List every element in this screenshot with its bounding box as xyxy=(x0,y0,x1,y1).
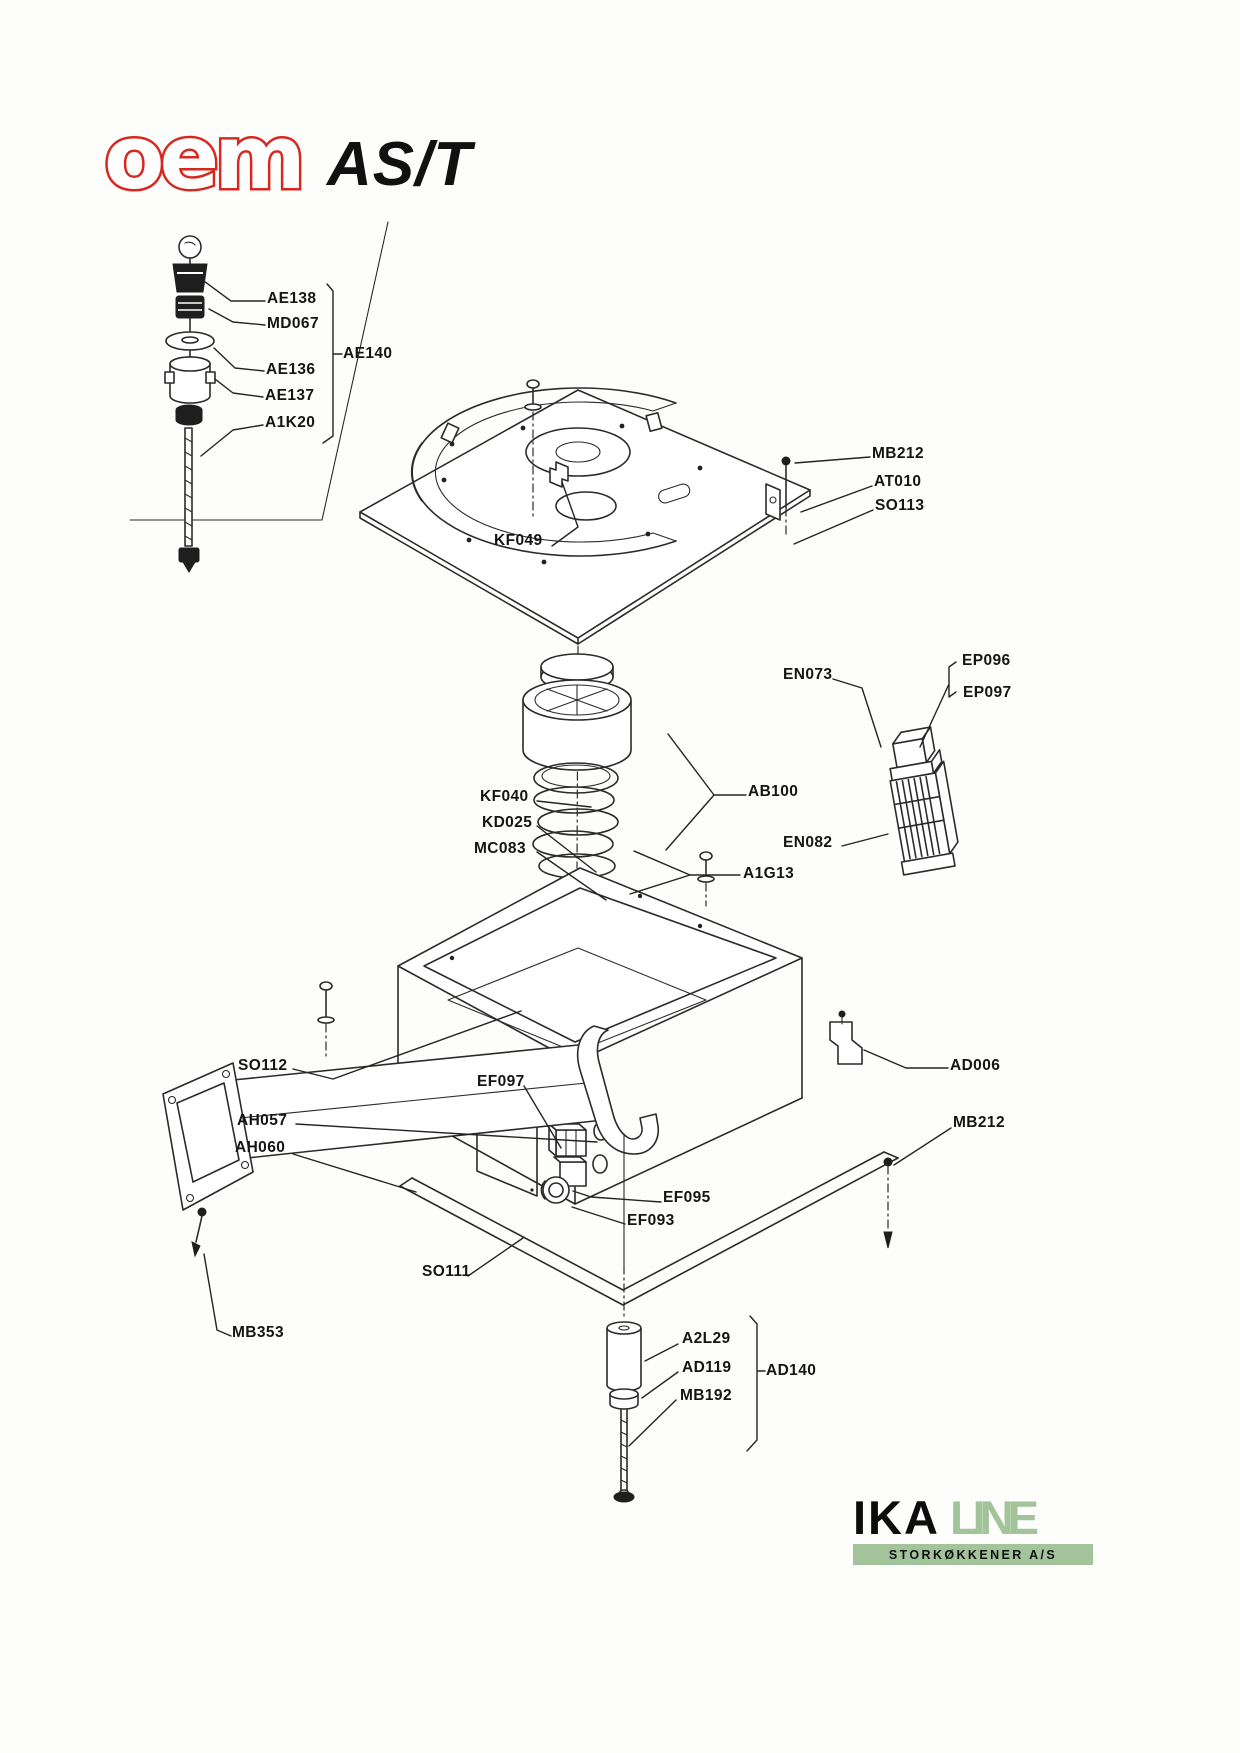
fastener-stack xyxy=(164,235,216,573)
bearing-assembly xyxy=(522,645,632,879)
handle-assembly xyxy=(162,981,659,1258)
foot-assembly xyxy=(606,1133,642,1503)
footer-brand: IKA LINE STORKØKKENER A/S xyxy=(853,1494,1093,1565)
connector-block xyxy=(889,726,959,876)
oem-logo: oem xyxy=(104,118,308,202)
footer-brand-subtitle: STORKØKKENER A/S xyxy=(853,1544,1093,1565)
footer-brand-main: IKA xyxy=(853,1491,940,1544)
inset-boundary xyxy=(129,221,389,521)
base-frame xyxy=(399,1151,899,1306)
footer-brand-accent: LINE xyxy=(949,1491,1039,1544)
leader-lines xyxy=(200,280,957,1452)
oem-logo-text: oem xyxy=(104,118,301,202)
footer-brand-row: IKA LINE xyxy=(853,1494,1093,1541)
model-title: AS/T xyxy=(327,130,473,199)
misc-fasteners xyxy=(697,851,893,1249)
top-plate xyxy=(359,379,811,645)
brand-logo: oem AS/T xyxy=(104,118,472,202)
